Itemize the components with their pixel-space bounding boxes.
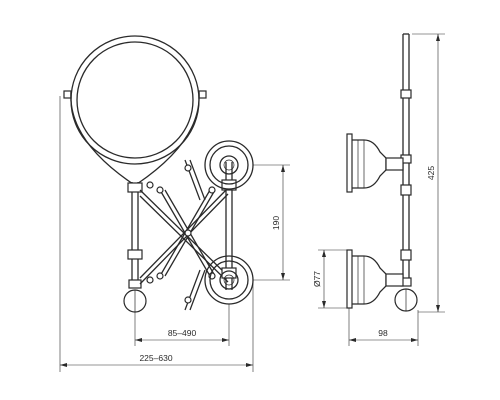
dimension-overall-height: 425 bbox=[412, 33, 445, 313]
mirror bbox=[63, 35, 207, 185]
dimension-label-overall-width: 225–630 bbox=[139, 353, 172, 363]
dimension-bracket-spacing: 190 bbox=[253, 164, 290, 281]
dimension-mount-diameter: Ø77 bbox=[312, 249, 347, 309]
front-view: 85–490 225–630 190 bbox=[59, 35, 290, 372]
side-rod bbox=[394, 33, 418, 312]
dimension-overall-width: 225–630 bbox=[59, 96, 254, 372]
side-bracket-lower bbox=[346, 249, 404, 309]
mirror-stem bbox=[123, 182, 147, 313]
dimension-label-bracket-spacing: 190 bbox=[271, 216, 281, 230]
dimension-label-mount-diameter: Ø77 bbox=[312, 271, 322, 287]
dimension-label-extension-range: 85–490 bbox=[168, 328, 197, 338]
dimension-projection-depth: 98 bbox=[348, 308, 419, 346]
scissor-arm bbox=[139, 159, 229, 311]
side-bracket-upper bbox=[346, 133, 404, 193]
dimension-extension-range: 85–490 bbox=[134, 304, 230, 346]
wall-rosette-lower bbox=[204, 255, 254, 305]
dimension-label-overall-height: 425 bbox=[426, 166, 436, 180]
side-view: 425 Ø77 98 bbox=[312, 33, 445, 346]
dimension-label-projection-depth: 98 bbox=[378, 328, 388, 338]
